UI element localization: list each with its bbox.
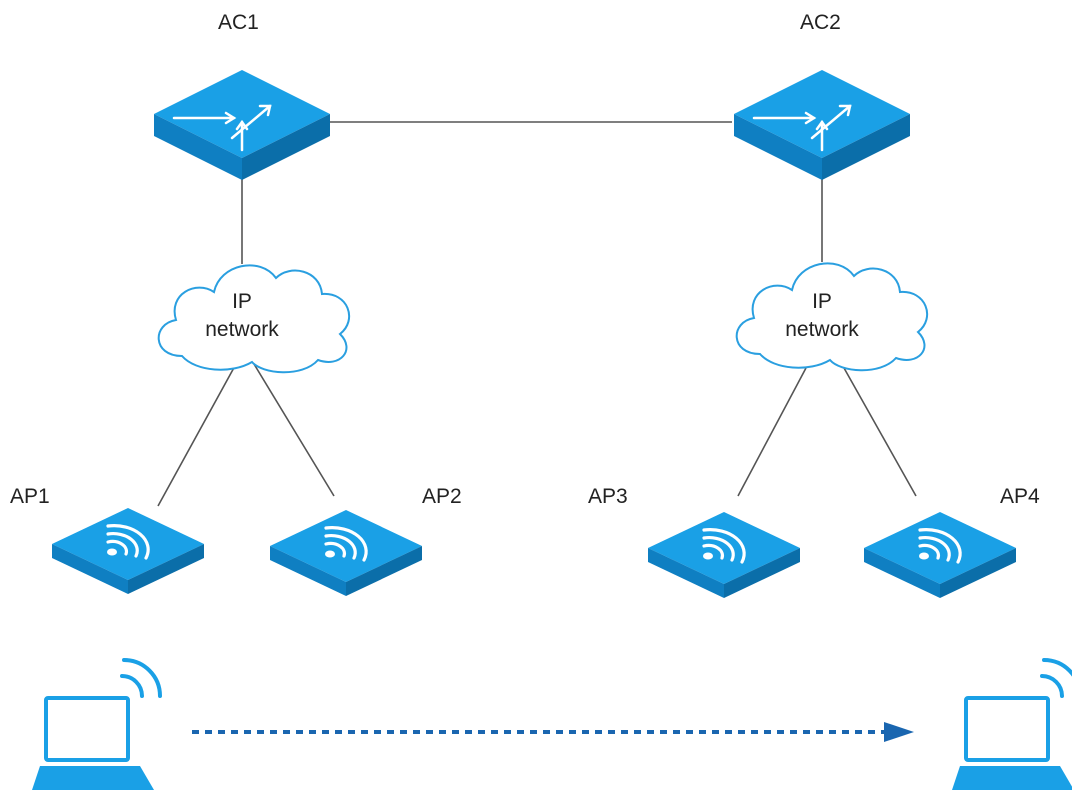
ac2-router-icon bbox=[732, 68, 912, 182]
link-cloud-ap3 bbox=[737, 367, 807, 497]
ac1-label: AC1 bbox=[218, 11, 259, 34]
roaming-arrow bbox=[192, 722, 914, 742]
left-cloud-line2: network bbox=[205, 318, 279, 342]
right-cloud-line1: IP bbox=[812, 290, 832, 313]
link-cloud-ap4 bbox=[843, 367, 917, 497]
right-cloud-text: IP network bbox=[762, 288, 882, 345]
ap3-label: AP3 bbox=[588, 485, 628, 508]
link-cloud-ap1 bbox=[157, 363, 237, 507]
ac1-router-icon bbox=[152, 68, 332, 182]
client-end-laptop-wifi-icon bbox=[950, 658, 1072, 792]
left-cloud-line1: IP bbox=[232, 290, 252, 313]
link-cloud-ap2 bbox=[253, 363, 335, 497]
links bbox=[157, 121, 917, 507]
ap4-wifi-access-point-icon bbox=[862, 510, 1018, 600]
ac2-label: AC2 bbox=[800, 11, 841, 34]
ap4-label: AP4 bbox=[1000, 485, 1040, 508]
client-start-laptop-wifi-icon bbox=[30, 658, 162, 792]
ap2-label: AP2 bbox=[422, 485, 462, 508]
ap1-wifi-access-point-icon bbox=[50, 506, 206, 596]
ap3-wifi-access-point-icon bbox=[646, 510, 802, 600]
left-cloud-text: IP network bbox=[182, 288, 302, 345]
ap1-label: AP1 bbox=[10, 485, 50, 508]
right-cloud-line2: network bbox=[785, 318, 859, 342]
ap2-wifi-access-point-icon bbox=[268, 508, 424, 598]
